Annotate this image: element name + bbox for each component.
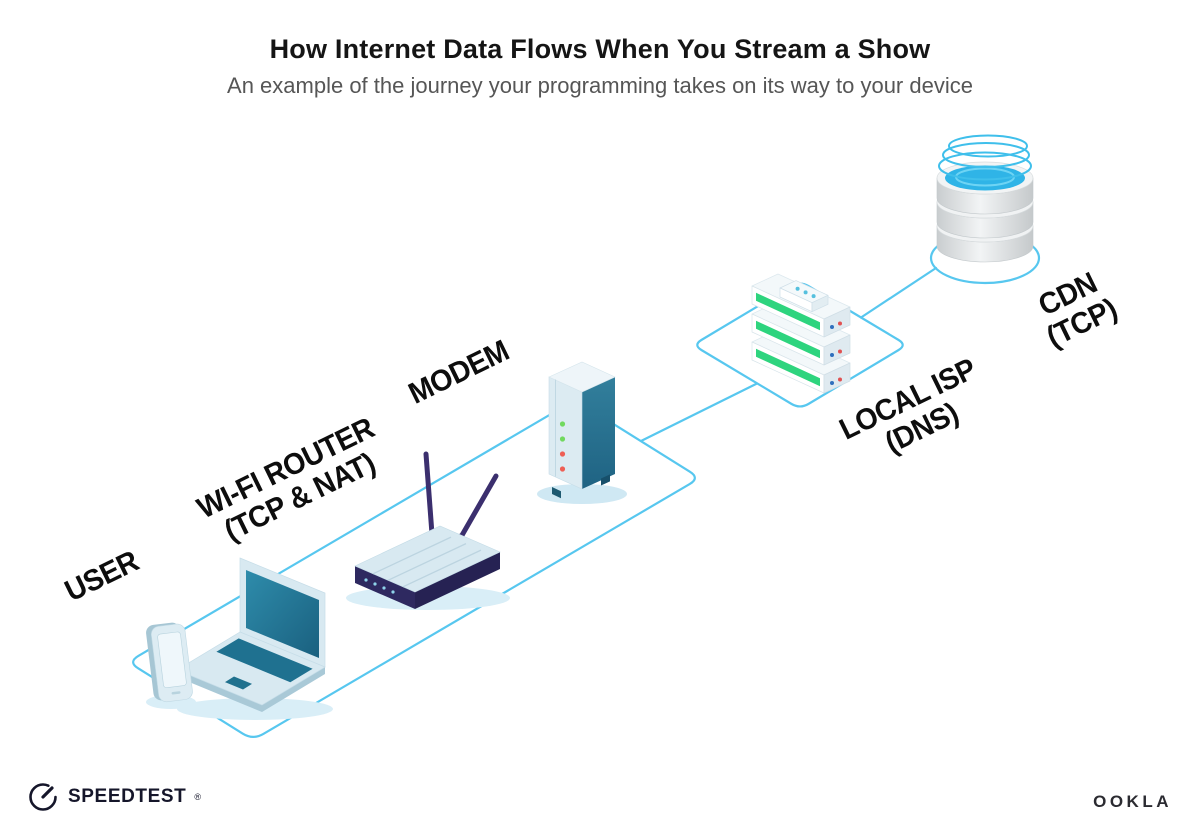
laptop-icon (176, 557, 333, 720)
modem-shadow (537, 484, 627, 504)
modem-icon (537, 361, 627, 504)
header: How Internet Data Flows When You Stream … (0, 34, 1200, 99)
router-antenna-left (423, 451, 435, 537)
trademark-symbol: ® (194, 792, 202, 802)
node-label-modem: MODEM (404, 335, 514, 411)
modem-to-isp-line (639, 382, 759, 443)
router-antenna-right (458, 473, 499, 540)
label-modem: MODEM (404, 335, 514, 411)
router-leds (364, 578, 395, 594)
node-label-user: USER (60, 545, 144, 609)
node-label-router: WI-FI ROUTER (TCP & NAT) (192, 412, 380, 548)
speedtest-logo: SPEEDTEST ® (26, 780, 201, 814)
speedtest-gauge-icon (29, 783, 57, 811)
phone-icon (146, 622, 196, 709)
speedtest-wordmark: SPEEDTEST (68, 786, 187, 807)
page-title: How Internet Data Flows When You Stream … (269, 34, 931, 64)
router-icon (346, 451, 510, 610)
node-label-isp: LOCAL ISP (DNS) (835, 353, 982, 460)
page-subtitle: An example of the journey your programmi… (227, 73, 973, 98)
isp-to-cdn-line (859, 266, 938, 319)
label-user: USER (60, 545, 144, 609)
server-top-cap (779, 280, 829, 313)
cdn-swirl-rings (938, 134, 1032, 181)
cdn-database-icon (936, 134, 1034, 263)
isp-server-icon (751, 273, 851, 394)
ookla-wordmark: OOKLA (1093, 792, 1172, 811)
node-label-cdn: CDN (TCP) (1034, 267, 1123, 355)
modem-leds (559, 421, 566, 472)
